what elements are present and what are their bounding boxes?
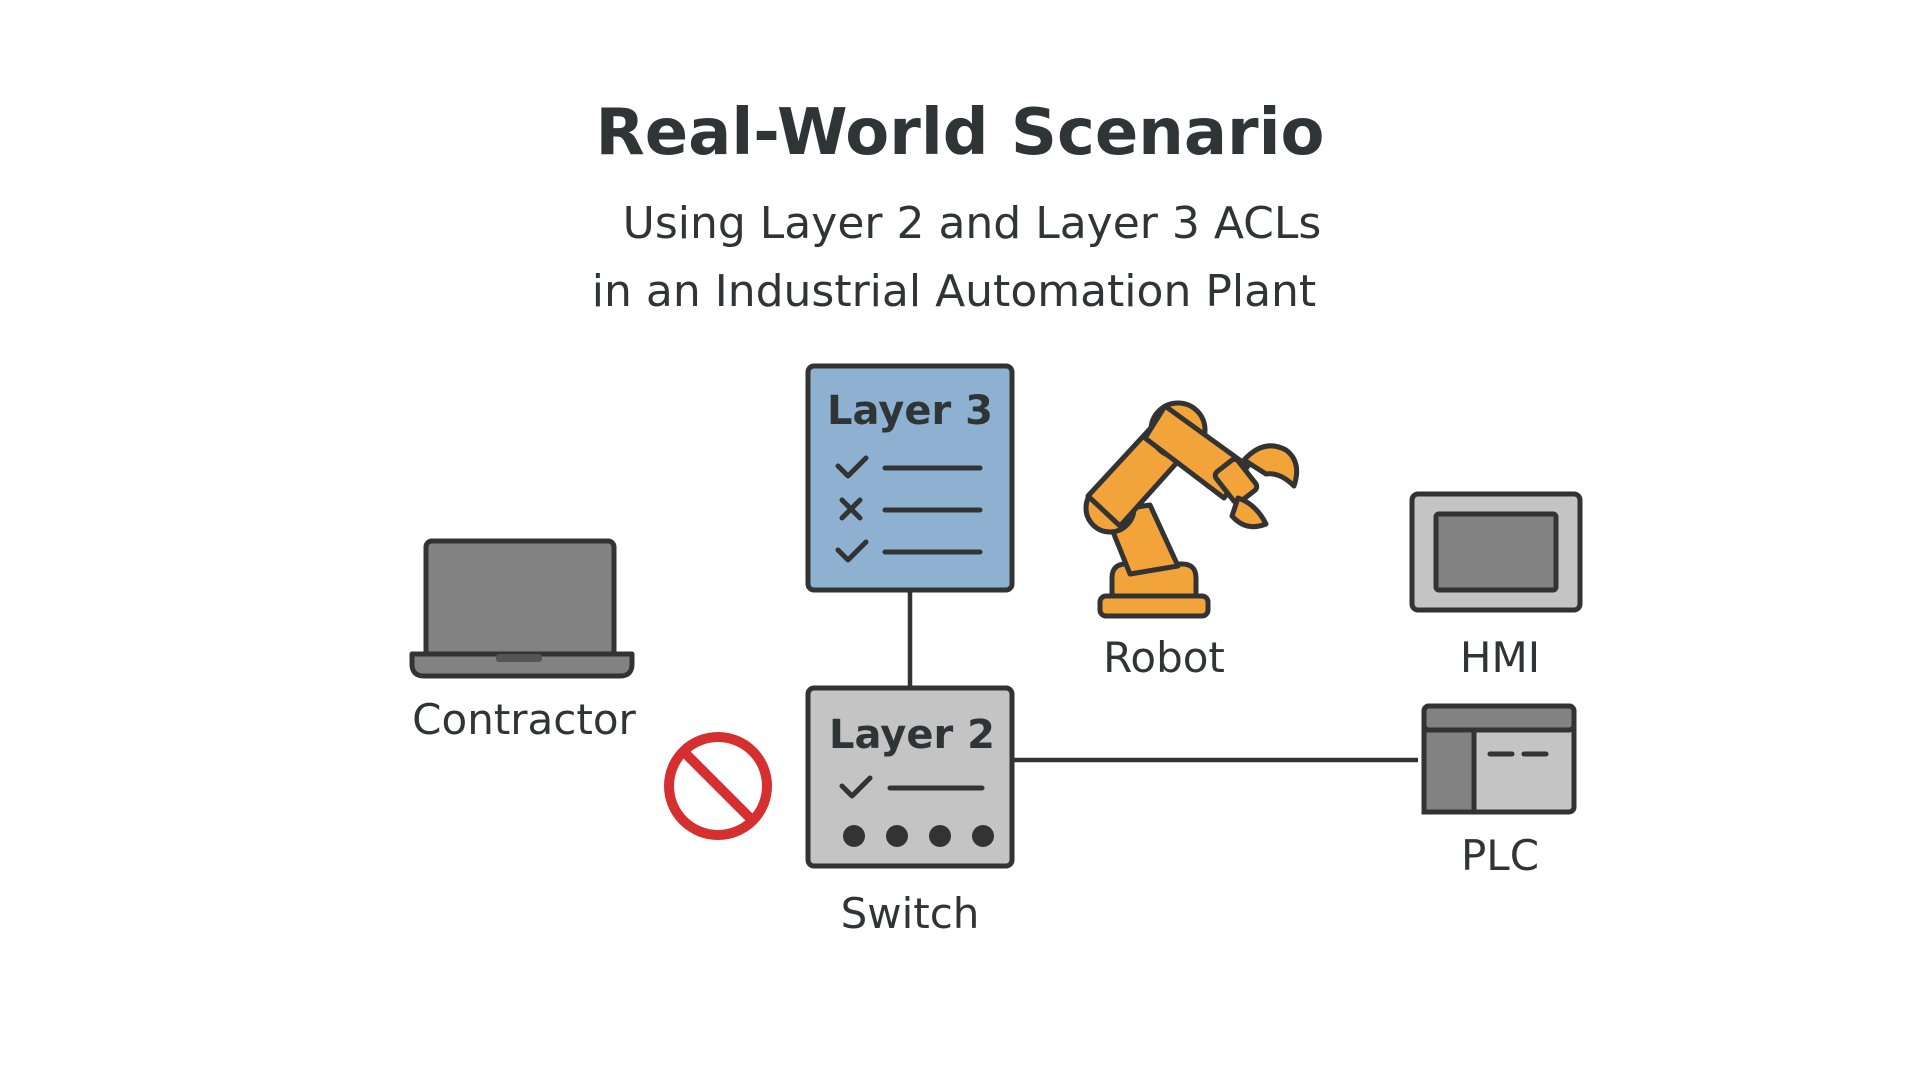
switch-port-icon: [929, 825, 951, 847]
layer2-switch-node: Layer 2: [805, 685, 1015, 869]
contractor-label: Contractor: [412, 695, 636, 744]
subtitle-line-1: Using Layer 2 and Layer 3 ACLs: [622, 198, 1322, 249]
subtitle-line-2: in an Industrial Automation Plant: [591, 266, 1317, 317]
switch-port-icon: [843, 825, 865, 847]
switch-label: Switch: [841, 889, 980, 938]
layer3-label: Layer 3: [827, 388, 993, 434]
robot-label: Robot: [1103, 633, 1225, 682]
layer3-acl-box: [805, 363, 1015, 593]
layer2-label: Layer 2: [829, 712, 995, 758]
check-icon: [835, 455, 869, 479]
laptop-icon: [409, 538, 635, 679]
robot-arm-icon: [1083, 400, 1300, 619]
plc-icon: [1421, 703, 1577, 815]
switch-port-icon: [886, 825, 908, 847]
plc-label: PLC: [1461, 831, 1539, 880]
prohibited-icon: [664, 732, 772, 840]
page-title: Real-World Scenario: [595, 96, 1325, 170]
x-icon: [839, 497, 863, 521]
hmi-label: HMI: [1460, 633, 1540, 682]
layer3-acl-node: Layer 3: [805, 363, 1015, 593]
check-icon: [839, 775, 873, 799]
check-icon: [835, 539, 869, 563]
switch-port-icon: [972, 825, 994, 847]
hmi-screen-icon: [1409, 491, 1583, 613]
layer2-switch-box: [805, 685, 1015, 869]
